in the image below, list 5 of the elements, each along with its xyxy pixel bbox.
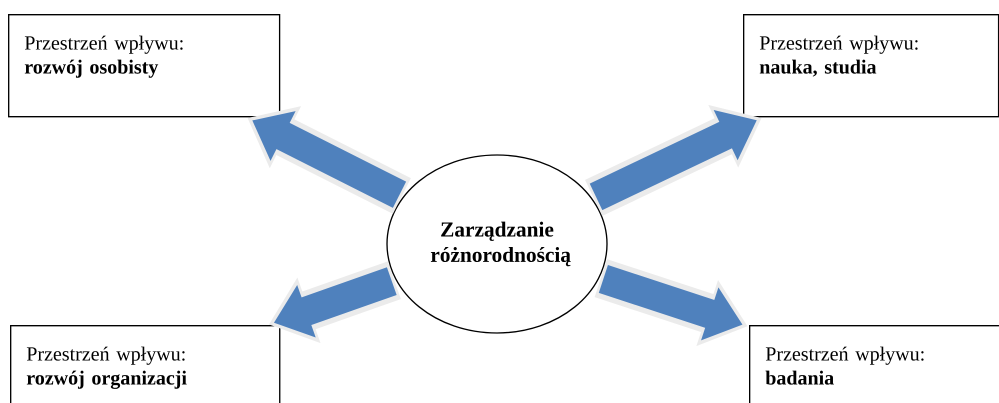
text-box: Przestrzeń wpływu: rozwój organizacji <box>10 325 280 403</box>
text-box: Przestrzeń wpływu: rozwój osobisty <box>8 14 280 118</box>
text-box: Przestrzeń wpływu: nauka, studia <box>743 14 999 118</box>
text-box: Przestrzeń wpływu: badania <box>749 325 999 403</box>
ellipse-node: Zarządzanie różnorodnością <box>386 154 608 334</box>
